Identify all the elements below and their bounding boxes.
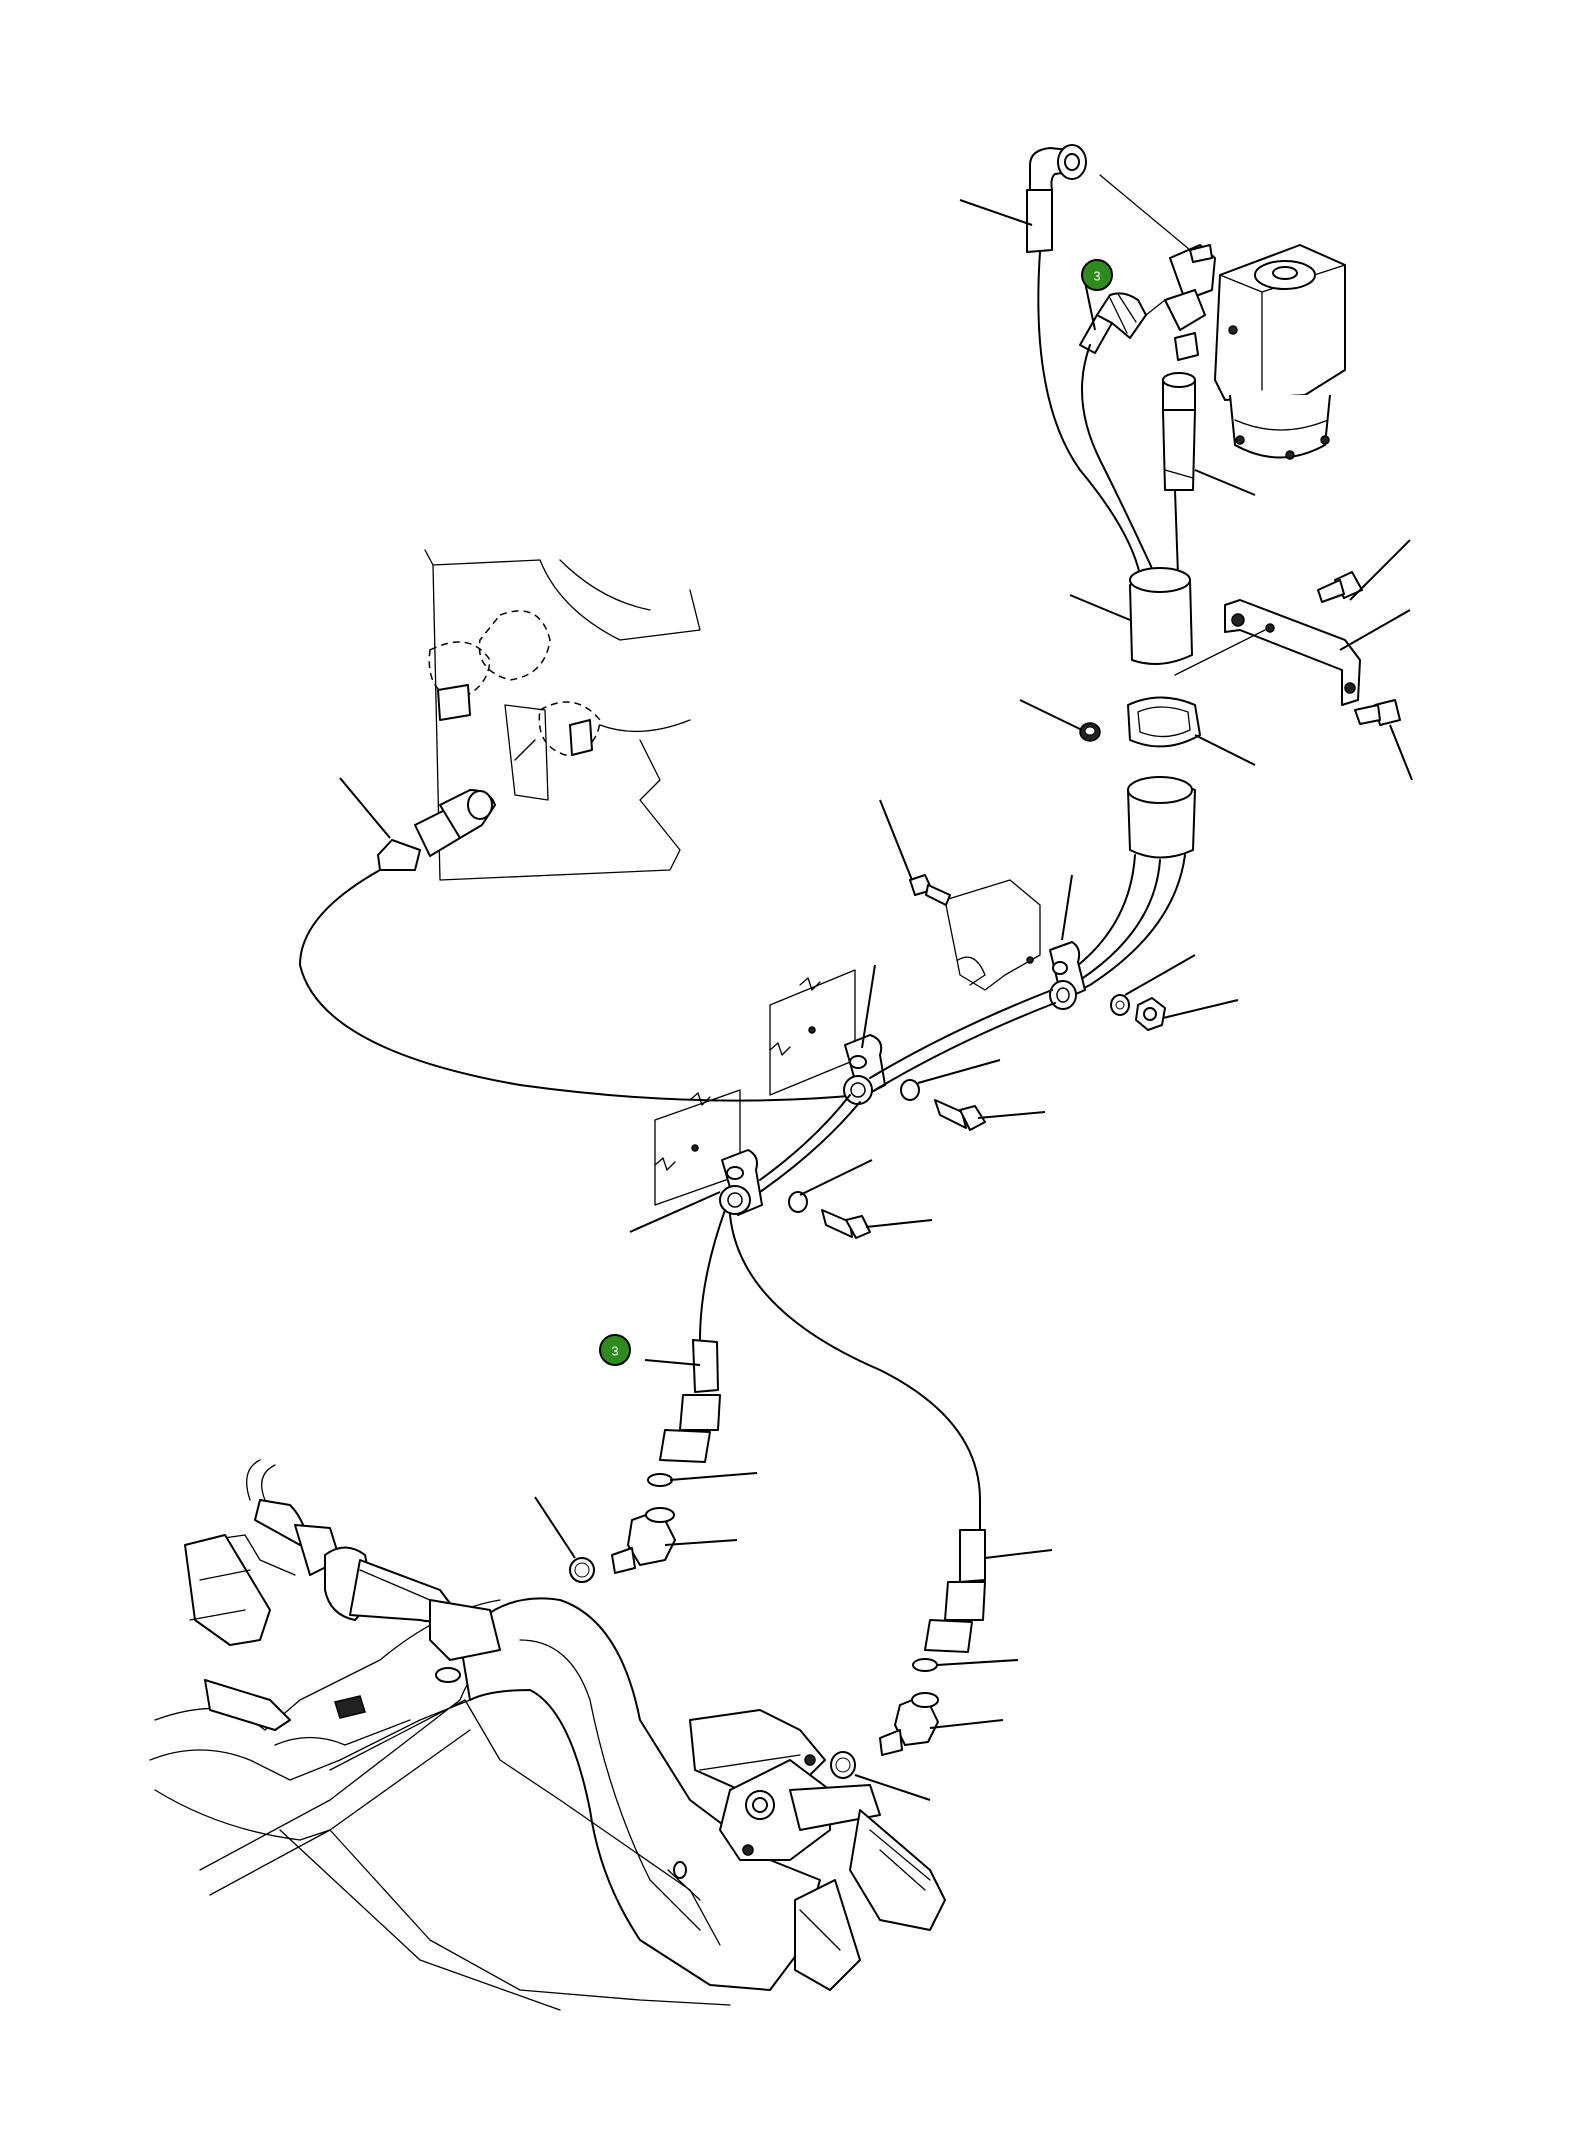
clip-lower [719, 1149, 763, 1216]
bolt-top [1317, 571, 1363, 603]
frame-plate-right [944, 879, 1041, 991]
mounting-bracket [1174, 599, 1361, 706]
protective-sleeve-upper [1129, 567, 1193, 665]
protective-sleeve-lower [1127, 776, 1196, 859]
callout-badge-lower[interactable]: 3 [599, 1334, 631, 1366]
bolt-washer-low [788, 1191, 871, 1239]
leader-lines [339, 199, 1413, 1801]
hose-fitting-left-cylinder [569, 1339, 721, 1583]
engine-hose-fitting [377, 789, 496, 871]
engine-return-hose [299, 869, 861, 1102]
steering-unit [1164, 244, 1346, 460]
elbow-fitting-top [1026, 144, 1191, 253]
callout-badge-lower-label: 3 [611, 1344, 618, 1359]
hose-to-right-cylinder [729, 1214, 981, 1536]
hose-right-upper [1174, 489, 1179, 576]
right-steering-knuckle [689, 1709, 946, 1991]
bolt-right [1354, 699, 1401, 726]
hose-fitting-right [1162, 372, 1196, 491]
callout-badge-upper[interactable]: 3 [1081, 259, 1113, 291]
bolt-upper-left [909, 874, 951, 906]
hose-fitting-upper [1079, 292, 1166, 354]
steel-line-upper [869, 989, 1053, 1079]
frame-plate-upper [769, 969, 856, 1096]
hose-to-left-cylinder [699, 1209, 726, 1346]
engine-pump-area [424, 549, 701, 881]
clip-upper-right [1049, 941, 1086, 1010]
hose-fitting-right-cylinder [830, 1529, 986, 1779]
hose-fitting-branch [1081, 344, 1156, 576]
hose-pair-right [1079, 854, 1186, 991]
nut-washer-right [1110, 994, 1166, 1031]
left-steering-knuckle [184, 1459, 501, 1731]
callout-badge-upper-label: 3 [1093, 269, 1100, 284]
hose-left-upper [1037, 251, 1141, 576]
steel-line-lower [759, 1094, 851, 1181]
clip-upper-left [843, 1034, 886, 1105]
front-axle [149, 1597, 821, 2011]
bolt-washer-mid [900, 1079, 986, 1131]
hose-clamp [1079, 696, 1201, 748]
